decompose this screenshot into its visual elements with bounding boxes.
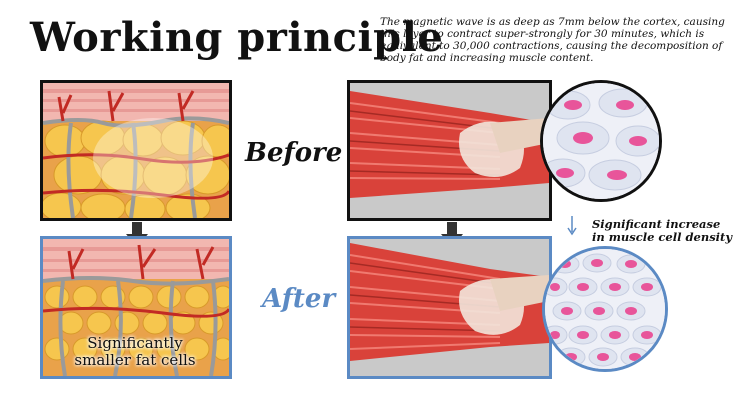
fat-after-illustration xyxy=(40,236,232,379)
page-title: Working principle xyxy=(30,14,444,61)
muscle-cells-before-magnified xyxy=(540,80,662,202)
fat-caption: Significantly smaller fat cells xyxy=(60,335,210,369)
fat-caption-line: Significantly xyxy=(87,334,183,352)
description-text: The magnetic wave is as deep as 7mm belo… xyxy=(380,16,725,64)
before-label: Before xyxy=(245,138,343,168)
muscle-note-line: Significant increase xyxy=(592,217,721,231)
down-arrow-icon xyxy=(567,216,577,236)
muscle-note-line: in muscle cell density xyxy=(592,230,733,244)
after-label: After xyxy=(262,284,336,314)
fat-before-illustration xyxy=(40,80,232,221)
muscle-density-note: Significant increase in muscle cell dens… xyxy=(592,218,750,244)
muscle-after-illustration xyxy=(347,236,552,379)
muscle-cells-after-magnified xyxy=(542,246,668,372)
muscle-before-illustration xyxy=(347,80,552,221)
fat-caption-line: smaller fat cells xyxy=(74,351,196,369)
